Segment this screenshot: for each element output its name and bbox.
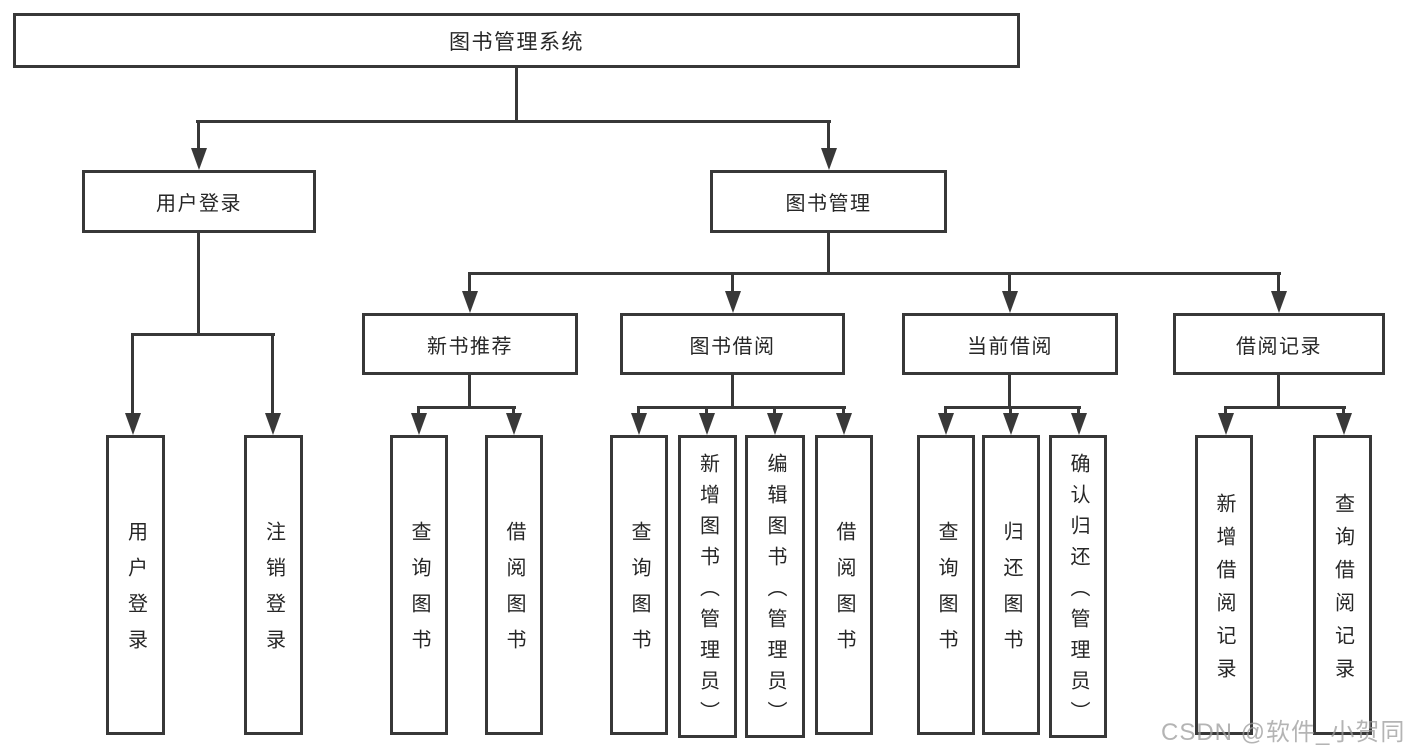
- connector-line: [637, 406, 640, 418]
- connector-line: [773, 406, 776, 418]
- leaf-label: 新增借阅记录: [1213, 492, 1235, 691]
- arrow-down-icon: [1271, 291, 1287, 313]
- arrow-down-icon: [265, 413, 281, 435]
- leaf-label: 查询图书: [935, 521, 957, 665]
- leaf-label: 注销登录: [262, 521, 285, 665]
- node-book-borrowing: 图书借阅: [620, 313, 845, 375]
- leaf-query-books-borrow: 查询图书: [610, 435, 668, 735]
- connector-line: [468, 375, 471, 408]
- arrow-down-icon: [767, 413, 783, 435]
- connector-line: [1008, 375, 1011, 408]
- connector-line: [417, 406, 516, 409]
- arrow-down-icon: [1002, 291, 1018, 313]
- arrow-down-icon: [191, 148, 207, 170]
- node-user-login: 用户登录: [82, 170, 316, 233]
- connector-line: [944, 406, 947, 418]
- connector-line: [827, 233, 830, 275]
- arrow-down-icon: [125, 413, 141, 435]
- arrow-down-icon: [1336, 413, 1352, 435]
- node-borrowing-records: 借阅记录: [1173, 313, 1385, 375]
- connector-line: [827, 120, 830, 150]
- leaf-label: 借阅图书: [833, 521, 855, 665]
- arrow-down-icon: [699, 413, 715, 435]
- connector-line: [1277, 375, 1280, 408]
- connector-line: [842, 406, 845, 418]
- arrow-down-icon: [821, 148, 837, 170]
- connector-line: [1077, 406, 1080, 418]
- connector-line: [196, 120, 831, 123]
- arrow-down-icon: [836, 413, 852, 435]
- leaf-edit-books-admin: 编辑图书（管理员）: [745, 435, 805, 738]
- arrow-down-icon: [631, 413, 647, 435]
- connector-line: [515, 68, 518, 123]
- connector-line: [271, 333, 274, 415]
- connector-line: [1224, 406, 1227, 418]
- connector-line: [197, 233, 200, 335]
- leaf-return-books: 归还图书: [982, 435, 1040, 735]
- connector-line: [468, 272, 1281, 275]
- leaf-add-books-admin: 新增图书（管理员）: [678, 435, 737, 738]
- arrow-down-icon: [1218, 413, 1234, 435]
- leaf-label: 查询图书: [628, 521, 650, 665]
- connector-line: [197, 120, 200, 150]
- connector-line: [731, 375, 734, 408]
- leaf-logout: 注销登录: [244, 435, 303, 735]
- leaf-borrow-books-recommend: 借阅图书: [485, 435, 543, 735]
- leaf-query-books-recommend: 查询图书: [390, 435, 448, 735]
- connector-line: [1224, 406, 1346, 409]
- arrow-down-icon: [1071, 413, 1087, 435]
- node-new-book-recommend: 新书推荐: [362, 313, 578, 375]
- leaf-label: 查询借阅记录: [1331, 492, 1354, 691]
- leaf-label: 新增图书（管理员）: [696, 452, 719, 732]
- leaf-confirm-return-admin: 确认归还（管理员）: [1049, 435, 1107, 738]
- connector-line: [1009, 406, 1012, 418]
- arrow-down-icon: [1003, 413, 1019, 435]
- node-library-management-system: 图书管理系统: [13, 13, 1020, 68]
- arrow-down-icon: [725, 291, 741, 313]
- connector-line: [1008, 272, 1011, 294]
- leaf-query-borrow-record: 查询借阅记录: [1313, 435, 1372, 735]
- connector-line: [131, 333, 134, 415]
- leaf-label: 编辑图书（管理员）: [764, 452, 786, 732]
- connector-line: [637, 406, 846, 409]
- leaf-label: 确认归还（管理员）: [1067, 452, 1089, 732]
- connector-line: [1277, 272, 1280, 294]
- connector-line: [468, 272, 471, 294]
- arrow-down-icon: [462, 291, 478, 313]
- leaf-user-login: 用户登录: [106, 435, 165, 735]
- leaf-borrow-books-borrow: 借阅图书: [815, 435, 873, 735]
- arrow-down-icon: [938, 413, 954, 435]
- leaf-label: 用户登录: [124, 521, 147, 665]
- leaf-query-books-current: 查询图书: [917, 435, 975, 735]
- connector-line: [417, 406, 420, 418]
- connector-line: [131, 333, 275, 336]
- leaf-add-borrow-record: 新增借阅记录: [1195, 435, 1253, 735]
- connector-line: [705, 406, 708, 418]
- connector-line: [512, 406, 515, 418]
- arrow-down-icon: [411, 413, 427, 435]
- leaf-label: 归还图书: [1000, 521, 1022, 665]
- leaf-label: 借阅图书: [503, 521, 525, 665]
- arrow-down-icon: [506, 413, 522, 435]
- connector-line: [944, 406, 1081, 409]
- connector-line: [1342, 406, 1345, 418]
- connector-line: [731, 272, 734, 294]
- leaf-label: 查询图书: [408, 521, 430, 665]
- watermark: CSDN @软件_小贺同学: [1161, 719, 1405, 746]
- node-current-borrowing: 当前借阅: [902, 313, 1118, 375]
- node-book-management: 图书管理: [710, 170, 947, 233]
